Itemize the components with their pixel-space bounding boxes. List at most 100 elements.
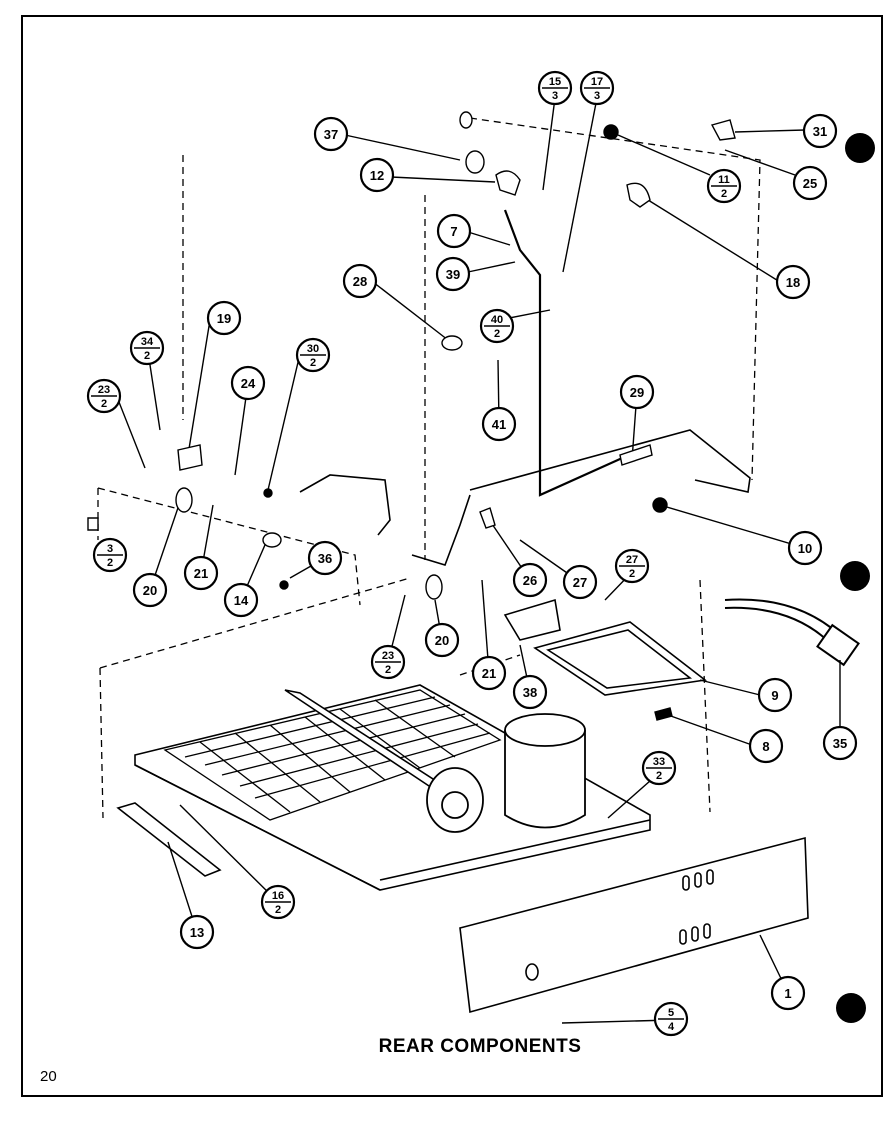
callout-label: 1: [784, 986, 791, 1001]
callout-34-2: 342: [129, 330, 165, 366]
callout-sheet-number: 2: [494, 328, 500, 340]
callout-circle: [436, 213, 472, 249]
callout-15-3: 153: [537, 70, 573, 106]
callout-circle: [471, 655, 507, 691]
callout-sheet-number: 2: [275, 904, 281, 916]
page-frame: [21, 15, 883, 1097]
callout-circle: [183, 555, 219, 591]
callout-circle: [512, 674, 548, 710]
callout-part-number: 40: [491, 314, 503, 326]
callout-label: 8: [762, 739, 769, 754]
callout-circle: [787, 530, 823, 566]
callout-label: 31: [813, 124, 827, 139]
callout-sheet-number: 2: [629, 568, 635, 580]
callout-3-2: 32: [92, 537, 128, 573]
callout-circle: [770, 975, 806, 1011]
callout-14: 14: [223, 582, 259, 618]
callout-24: 24: [230, 365, 266, 401]
callout-11-2: 112: [706, 168, 742, 204]
drain-pan: [533, 621, 707, 696]
callout-part-number: 5: [668, 1007, 674, 1019]
cabinet-edges: [299, 429, 751, 566]
callout-17-3: 173: [579, 70, 615, 106]
callout-part-number: 34: [141, 336, 154, 348]
callout-28: 28: [342, 263, 378, 299]
callout-part-number: 23: [382, 650, 394, 662]
callout-27-2: 272: [614, 548, 650, 584]
callout-sheet-number: 2: [107, 557, 113, 569]
callout-33-2: 332: [641, 750, 677, 786]
callout-label: 12: [370, 168, 384, 183]
callout-circle: [435, 256, 471, 292]
callout-label: 14: [234, 593, 249, 608]
callout-35: 35: [822, 725, 858, 761]
callout-part-number: 27: [626, 554, 638, 566]
callout-sheet-number: 2: [144, 350, 150, 362]
callout-29: 29: [619, 374, 655, 410]
callout-label: 28: [353, 274, 367, 289]
callout-circle: [179, 914, 215, 950]
drain-trough: [503, 598, 561, 641]
callout-13: 13: [179, 914, 215, 950]
callout-sheet-number: 2: [656, 770, 662, 782]
registration-dot: [845, 133, 875, 163]
callout-circle: [822, 725, 858, 761]
callout-label: 41: [492, 417, 506, 432]
callout-23-2a: 232: [86, 378, 122, 414]
callout-23-2b: 232: [370, 644, 406, 680]
callout-label: 27: [573, 575, 587, 590]
callout-label: 10: [798, 541, 812, 556]
callout-label: 7: [450, 224, 457, 239]
callout-part-number: 17: [591, 76, 603, 88]
callout-27: 27: [562, 564, 598, 600]
callout-label: 20: [143, 583, 157, 598]
callout-circle: [132, 572, 168, 608]
callout-circle: [223, 582, 259, 618]
callout-21a: 21: [183, 555, 219, 591]
callout-19: 19: [206, 300, 242, 336]
callout-part-number: 3: [107, 543, 113, 555]
callout-25: 25: [792, 165, 828, 201]
callout-sheet-number: 4: [668, 1021, 675, 1033]
callout-label: 25: [803, 176, 817, 191]
condenser-coil: [163, 689, 502, 821]
mounting-bracket: [116, 802, 222, 877]
callout-31: 31: [802, 113, 838, 149]
callout-circle: [342, 263, 378, 299]
diagram-title: REAR COMPONENTS: [378, 1036, 582, 1057]
callout-label: 37: [324, 127, 338, 142]
callout-21b: 21: [471, 655, 507, 691]
refrigerant-tube: [503, 209, 641, 497]
callout-circle: [757, 677, 793, 713]
callout-26: 26: [512, 562, 548, 598]
callout-label: 9: [771, 688, 778, 703]
callout-9: 9: [757, 677, 793, 713]
callout-38: 38: [512, 674, 548, 710]
callout-circle: [775, 264, 811, 300]
callout-sheet-number: 2: [310, 357, 316, 369]
callout-sheet-number: 3: [594, 90, 600, 102]
callout-label: 18: [786, 275, 800, 290]
callout-circle: [562, 564, 598, 600]
callout-20b: 20: [424, 622, 460, 658]
callout-label: 39: [446, 267, 460, 282]
callout-circle: [307, 540, 343, 576]
callout-sheet-number: 3: [552, 90, 558, 102]
callout-circle: [802, 113, 838, 149]
callout-30-2: 302: [295, 337, 331, 373]
compressor: [426, 713, 586, 833]
callout-12: 12: [359, 157, 395, 193]
rear-access-panel: [459, 836, 809, 1014]
callout-8: 8: [748, 728, 784, 764]
power-cord: [724, 598, 860, 667]
callout-label: 21: [482, 666, 496, 681]
callout-37: 37: [313, 116, 349, 152]
callout-part-number: 16: [272, 890, 284, 902]
callout-sheet-number: 2: [721, 188, 727, 200]
callout-part-number: 11: [718, 174, 730, 186]
callout-label: 29: [630, 385, 644, 400]
condenser-base: [134, 684, 651, 891]
